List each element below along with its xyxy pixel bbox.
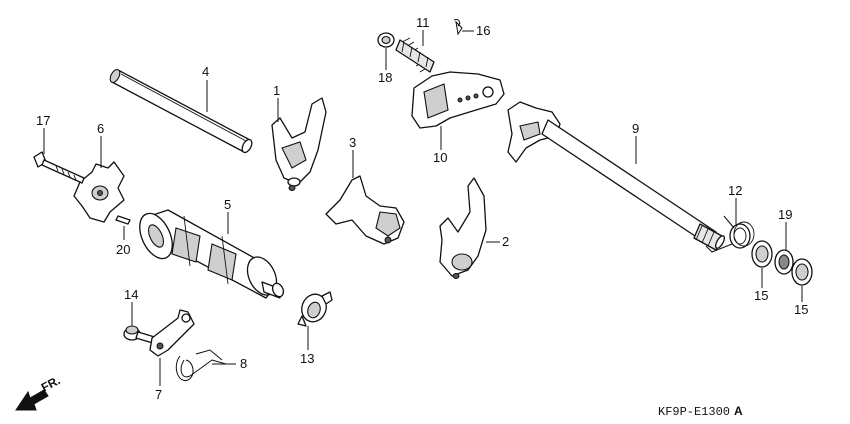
label-8: 8 [240, 356, 247, 371]
part-8-spring [175, 349, 227, 382]
label-1: 1 [273, 83, 280, 98]
label-19: 19 [778, 207, 792, 222]
label-15-a: 15 [754, 288, 768, 303]
part-1-shift-fork [271, 97, 327, 191]
part-13-collar [297, 291, 333, 327]
part-9-gearshift-spindle [507, 101, 726, 251]
part-2-shift-fork [439, 177, 487, 279]
label-16: 17 [36, 113, 50, 128]
label-12: 12 [728, 183, 742, 198]
part-19-oil-seal [774, 249, 794, 275]
label-20: 20 [116, 242, 130, 257]
diagram-code-suffix: A [734, 404, 743, 418]
label-7: 7 [155, 387, 162, 402]
label-2: 2 [502, 234, 509, 249]
label-6: 6 [97, 121, 104, 136]
label-14: 14 [124, 287, 138, 302]
part-6-drum-stopper-plate [73, 161, 125, 223]
part-18-washer [377, 32, 395, 48]
label-17: 16 [476, 23, 490, 38]
diagram-code: KF9P-E1300 [658, 405, 730, 419]
label-3: 3 [349, 135, 356, 150]
part-15-washer-a [751, 240, 773, 268]
part-15-washer-b [791, 258, 813, 286]
direction-arrow-fr: FR. [15, 373, 62, 411]
label-4: 4 [202, 64, 209, 79]
part-5-shift-drum [139, 209, 285, 299]
part-4-fork-shaft [109, 68, 253, 154]
part-11-spring [395, 37, 435, 73]
part-10-shift-plate [411, 71, 505, 129]
part-20-dowel-pin [115, 215, 131, 225]
part-17-clip [453, 19, 463, 36]
label-13: 13 [300, 351, 314, 366]
label-5: 5 [224, 197, 231, 212]
part-16-bolt [33, 151, 85, 184]
label-18: 18 [378, 70, 392, 85]
part-3-shift-fork [325, 175, 405, 245]
part-14-bolt [123, 325, 159, 345]
label-15-b: 15 [794, 302, 808, 317]
part-12-return-spring [705, 215, 755, 253]
label-11: 11 [416, 15, 430, 30]
label-10: 10 [433, 150, 447, 165]
leader-lines [43, 30, 803, 386]
label-9: 9 [632, 121, 639, 136]
part-7-stopper-arm [149, 309, 195, 357]
